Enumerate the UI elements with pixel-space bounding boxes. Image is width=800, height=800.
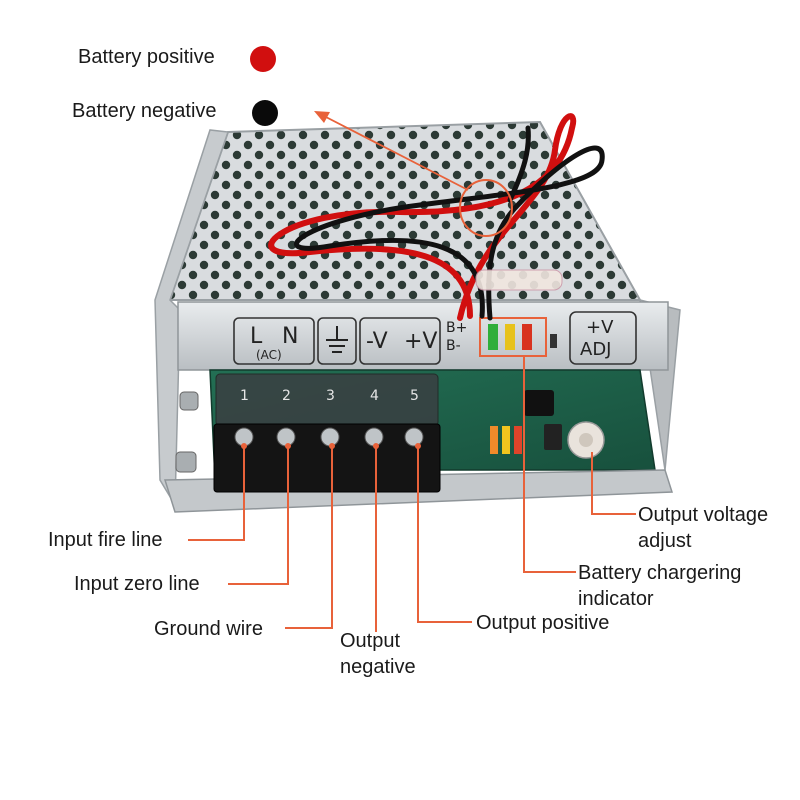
wire-tie-highlight — [459, 179, 513, 237]
earth-icon — [326, 326, 348, 353]
panel-label-battery-plus: B+ — [446, 320, 467, 336]
pcb-led-orange — [490, 426, 498, 454]
panel-label-n: N — [282, 324, 298, 349]
panel-label-ac: (AC) — [256, 348, 282, 362]
callout-input-fire-line: Input fire line — [48, 529, 163, 551]
leader-lines — [188, 356, 636, 632]
case-right-wall — [539, 121, 681, 471]
panel-label-plus-v: +V — [404, 329, 437, 354]
pcb-relay — [524, 390, 554, 416]
battery-wire-black-tail — [507, 125, 531, 203]
terminal-screws — [234, 427, 424, 447]
pcb-switch — [544, 424, 562, 450]
callout-output-negative: Output negative — [340, 630, 416, 678]
panel-label-adj-bottom: ADJ — [580, 339, 611, 360]
pcb-led-red — [514, 426, 522, 454]
terminal-number: 1 — [240, 388, 249, 404]
panel-label-battery-minus: B- — [446, 338, 461, 354]
callout-ground-wire: Ground wire — [154, 618, 263, 640]
leader-output-positive — [417, 446, 472, 623]
leader-dots — [241, 443, 421, 449]
callout-battery-indicator: Battery chargering indicator — [578, 562, 742, 610]
panel-label-minus-v: -V — [366, 329, 388, 354]
terminal-number: 3 — [326, 388, 335, 404]
panel-label-l: L — [250, 324, 263, 349]
leader-input-fire — [188, 446, 245, 541]
front-panel-labels — [233, 311, 637, 365]
led-red — [522, 324, 532, 350]
led-green — [488, 324, 498, 350]
leader-ground — [285, 446, 333, 629]
leader-voltage-adjust — [591, 452, 636, 515]
pcb-led-yellow — [502, 426, 510, 454]
charging-indicator-frame — [479, 317, 547, 357]
callout-output-positive: Output positive — [476, 612, 610, 634]
panel-label-adj-top: +V — [586, 317, 614, 338]
case-front-panel — [177, 301, 669, 371]
terminal-number: 2 — [282, 388, 291, 404]
leader-battery-indicator — [523, 356, 576, 573]
terminal-number: 5 — [410, 388, 419, 404]
mount-screw-left — [179, 391, 199, 411]
legend-battery-negative-dot — [252, 100, 278, 126]
voltage-adjust-knob-center — [579, 433, 593, 447]
legend-arrow-head — [314, 111, 330, 123]
callout-input-zero-line: Input zero line — [74, 573, 200, 595]
fuse-holder — [475, 269, 563, 291]
battery-wire-black — [294, 145, 605, 321]
legend-battery-negative-label: Battery negative — [72, 100, 217, 122]
led-yellow — [505, 324, 515, 350]
legend-arrow-line — [323, 115, 469, 191]
callout-output-voltage-adjust: Output voltage adjust — [638, 504, 769, 552]
mount-screw — [175, 451, 197, 473]
terminal-block — [213, 423, 441, 493]
leader-input-zero — [228, 446, 289, 585]
terminal-numbers: 1 2 3 4 5 — [240, 388, 419, 404]
legend-battery-positive-dot — [250, 46, 276, 72]
led-indicator-small — [550, 334, 557, 348]
terminal-number: 4 — [370, 388, 379, 404]
legend-battery-positive-label: Battery positive — [78, 46, 215, 68]
